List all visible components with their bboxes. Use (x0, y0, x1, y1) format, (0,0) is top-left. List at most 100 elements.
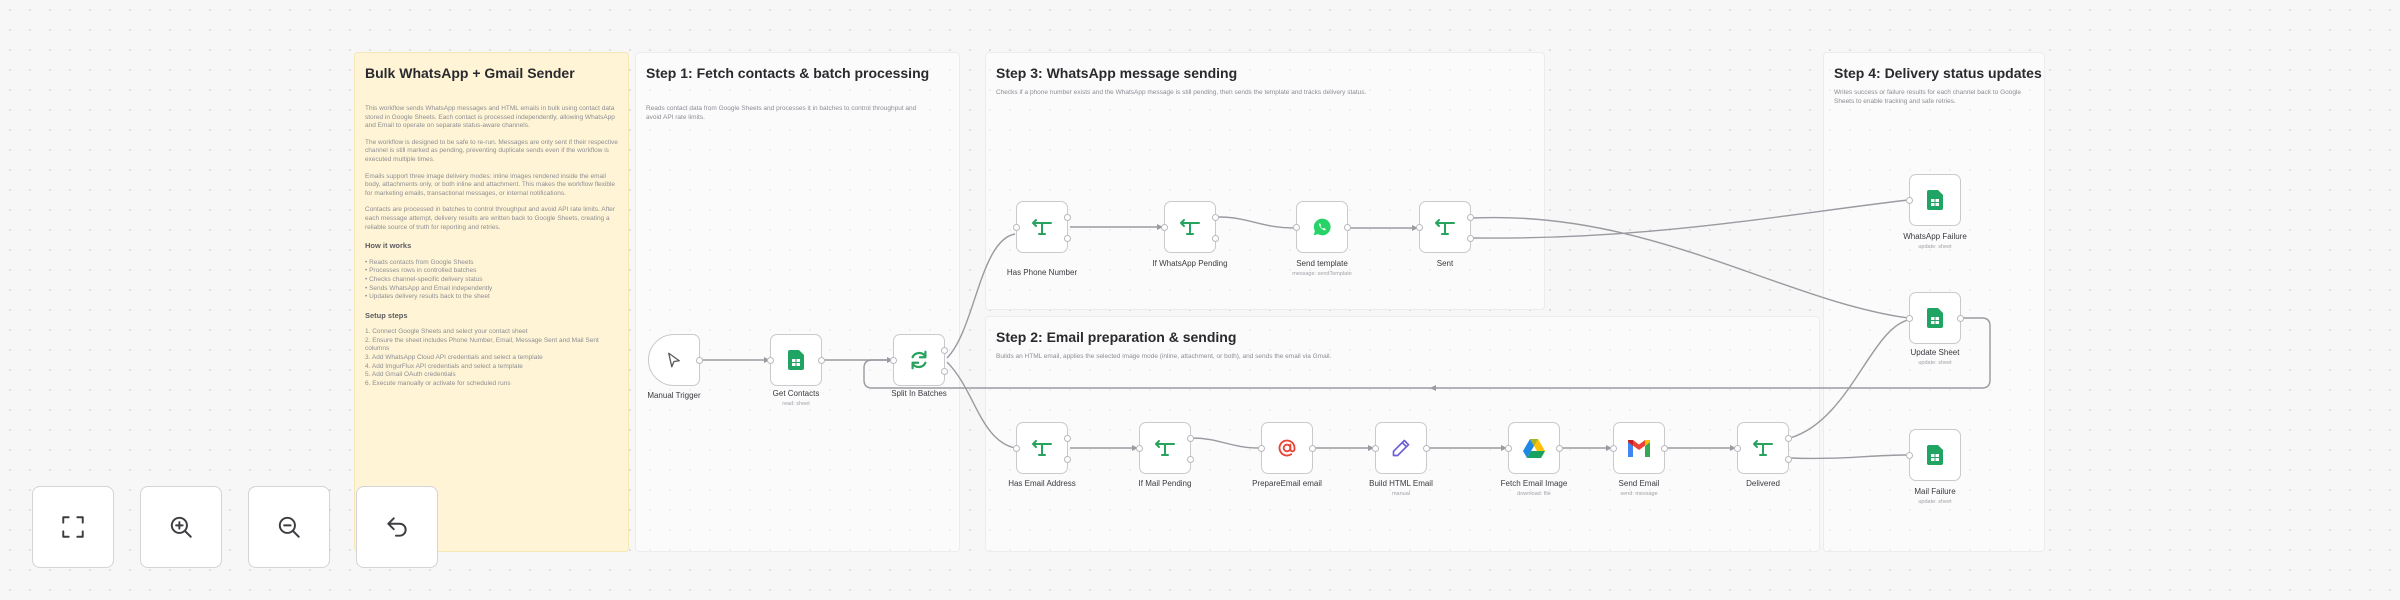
google-drive-icon (1523, 439, 1545, 458)
node-send-template[interactable] (1293, 201, 1351, 253)
zoom-in-icon (170, 516, 192, 538)
zoom-out-button[interactable] (248, 486, 330, 568)
list-item: 4. Add ImgurFlux API credentials and sel… (365, 362, 523, 370)
step2-title: Step 2: Email preparation & sending (996, 329, 1237, 345)
google-sheets-icon (1927, 190, 1943, 210)
list-item: • Updates delivery results back to the s… (365, 293, 490, 301)
node-sent[interactable] (1416, 201, 1474, 253)
zoom-in-button[interactable] (140, 486, 222, 568)
node-prepare-email[interactable] (1258, 422, 1316, 474)
google-sheets-icon (788, 350, 804, 370)
overview-paragraph: The workflow is designed to be safe to r… (365, 138, 618, 163)
node-delivered[interactable] (1734, 422, 1792, 474)
node-subtitle: update: sheet (1918, 499, 1952, 505)
overview-paragraph: This workflow sends WhatsApp messages an… (365, 105, 615, 130)
node-subtitle: update: sheet (1918, 360, 1952, 366)
overview-paragraph: Emails support three image delivery mode… (365, 172, 616, 197)
connection-mailpending-to-prepare (1191, 437, 1261, 449)
step4-description: Writes success or failure results for ea… (1834, 89, 2022, 105)
setup-steps-list: 1. Connect Google Sheets and select your… (365, 328, 618, 388)
if-branch-icon (1155, 440, 1175, 456)
node-label: Mail Failure (1914, 487, 1956, 496)
step3-title: Step 3: WhatsApp message sending (996, 65, 1238, 81)
cursor-icon (668, 352, 680, 368)
sticky-note-overview[interactable]: Bulk WhatsApp + Gmail Sender This workfl… (354, 52, 629, 552)
node-send-email[interactable] (1610, 422, 1668, 474)
at-sign-icon (1278, 439, 1296, 457)
step1-title: Step 1: Fetch contacts & batch processin… (646, 65, 930, 81)
reset-zoom-icon (387, 517, 407, 537)
if-branch-icon (1032, 219, 1052, 235)
step3-description: Checks if a phone number exists and the … (996, 89, 1367, 96)
node-subtitle: update: sheet (1918, 244, 1952, 250)
list-item: 6. Execute manually or activate for sche… (365, 379, 511, 387)
list-item: 1. Connect Google Sheets and select your… (365, 328, 528, 336)
if-branch-icon (1435, 219, 1455, 235)
connection-delivered-to-updatesheet (1789, 319, 1909, 439)
connection-delivered-to-mailfailure (1789, 454, 1909, 460)
connection-updatesheet-loop (863, 317, 1991, 389)
node-label: Get Contacts (772, 389, 820, 398)
sticky-note-step3[interactable]: Step 3: WhatsApp message sending Checks … (985, 52, 1545, 310)
node-subtitle: message: sendTemplate (1292, 271, 1352, 277)
pen-icon (1392, 439, 1410, 457)
node-label: Manual Trigger (647, 391, 701, 400)
node-build-html-email[interactable] (1372, 422, 1430, 474)
node-has-phone-number[interactable] (1013, 201, 1071, 253)
refresh-icon (911, 350, 927, 370)
node-label: Fetch Email Image (1500, 479, 1568, 488)
list-item: • Reads contacts from Google Sheets (365, 258, 474, 266)
list-item: 3. Add WhatsApp Cloud API credentials an… (365, 354, 543, 362)
node-split-in-batches[interactable] (890, 334, 948, 386)
connection-batches-to-email (946, 361, 1016, 449)
node-label: Build HTML Email (1369, 479, 1433, 488)
node-label: If WhatsApp Pending (1152, 259, 1228, 268)
how-it-works-list: • Reads contacts from Google Sheets • Pr… (365, 259, 618, 302)
google-sheets-icon (1927, 445, 1943, 465)
step4-title: Step 4: Delivery status updates (1834, 65, 2042, 81)
node-manual-trigger[interactable] (648, 334, 703, 386)
node-label: Split In Batches (891, 389, 947, 398)
list-item: • Processes rows in controlled batches (365, 267, 477, 275)
overview-title: Bulk WhatsApp + Gmail Sender (365, 65, 575, 81)
node-label: PrepareEmail email (1252, 479, 1322, 488)
node-label: Send Email (1618, 479, 1660, 488)
list-item: 2. Ensure the sheet includes Phone Numbe… (365, 336, 599, 353)
node-label: WhatsApp Failure (1903, 232, 1967, 241)
list-item: 5. Add Gmail OAuth credentials (365, 371, 456, 379)
fit-view-icon (62, 516, 84, 538)
setup-steps-heading: Setup steps (365, 310, 408, 320)
connection-wapending-to-template (1217, 216, 1296, 229)
reset-zoom-button[interactable] (356, 486, 438, 568)
sticky-note-step1[interactable]: Step 1: Fetch contacts & batch processin… (635, 52, 960, 552)
node-label: Has Phone Number (1006, 268, 1078, 277)
connection-sent-to-updatesheet (1472, 216, 1909, 319)
step1-description: Reads contact data from Google Sheets an… (646, 105, 917, 121)
node-label: Sent (1436, 259, 1454, 268)
if-branch-icon (1032, 440, 1052, 456)
node-fetch-email-image[interactable] (1505, 422, 1563, 474)
node-get-contacts[interactable] (767, 334, 825, 386)
node-mail-failure[interactable] (1906, 429, 1961, 481)
connection-batches-to-phone (946, 233, 1016, 359)
node-subtitle: manual (1391, 491, 1411, 497)
node-whatsapp-failure[interactable] (1906, 174, 1961, 226)
whatsapp-icon (1313, 218, 1331, 236)
connection-sent-to-wafailure (1472, 199, 1909, 239)
node-subtitle: send: message (1620, 491, 1658, 497)
node-label: Delivered (1746, 479, 1780, 488)
node-update-sheet[interactable] (1906, 292, 1964, 344)
node-has-email-address[interactable] (1013, 422, 1071, 474)
zoom-out-icon (278, 516, 300, 538)
node-label: Update Sheet (1910, 348, 1960, 357)
step2-description: Builds an HTML email, applies the select… (996, 353, 1332, 360)
fit-view-button[interactable] (32, 486, 114, 568)
node-if-whatsapp-pending[interactable] (1161, 201, 1219, 253)
node-if-mail-pending[interactable] (1136, 422, 1194, 474)
gmail-icon (1628, 439, 1650, 457)
if-branch-icon (1180, 219, 1200, 235)
node-label: If Mail Pending (1138, 479, 1192, 488)
list-item: • Checks channel-specific delivery statu… (365, 275, 483, 283)
list-item: • Sends WhatsApp and Email independently (365, 284, 493, 292)
